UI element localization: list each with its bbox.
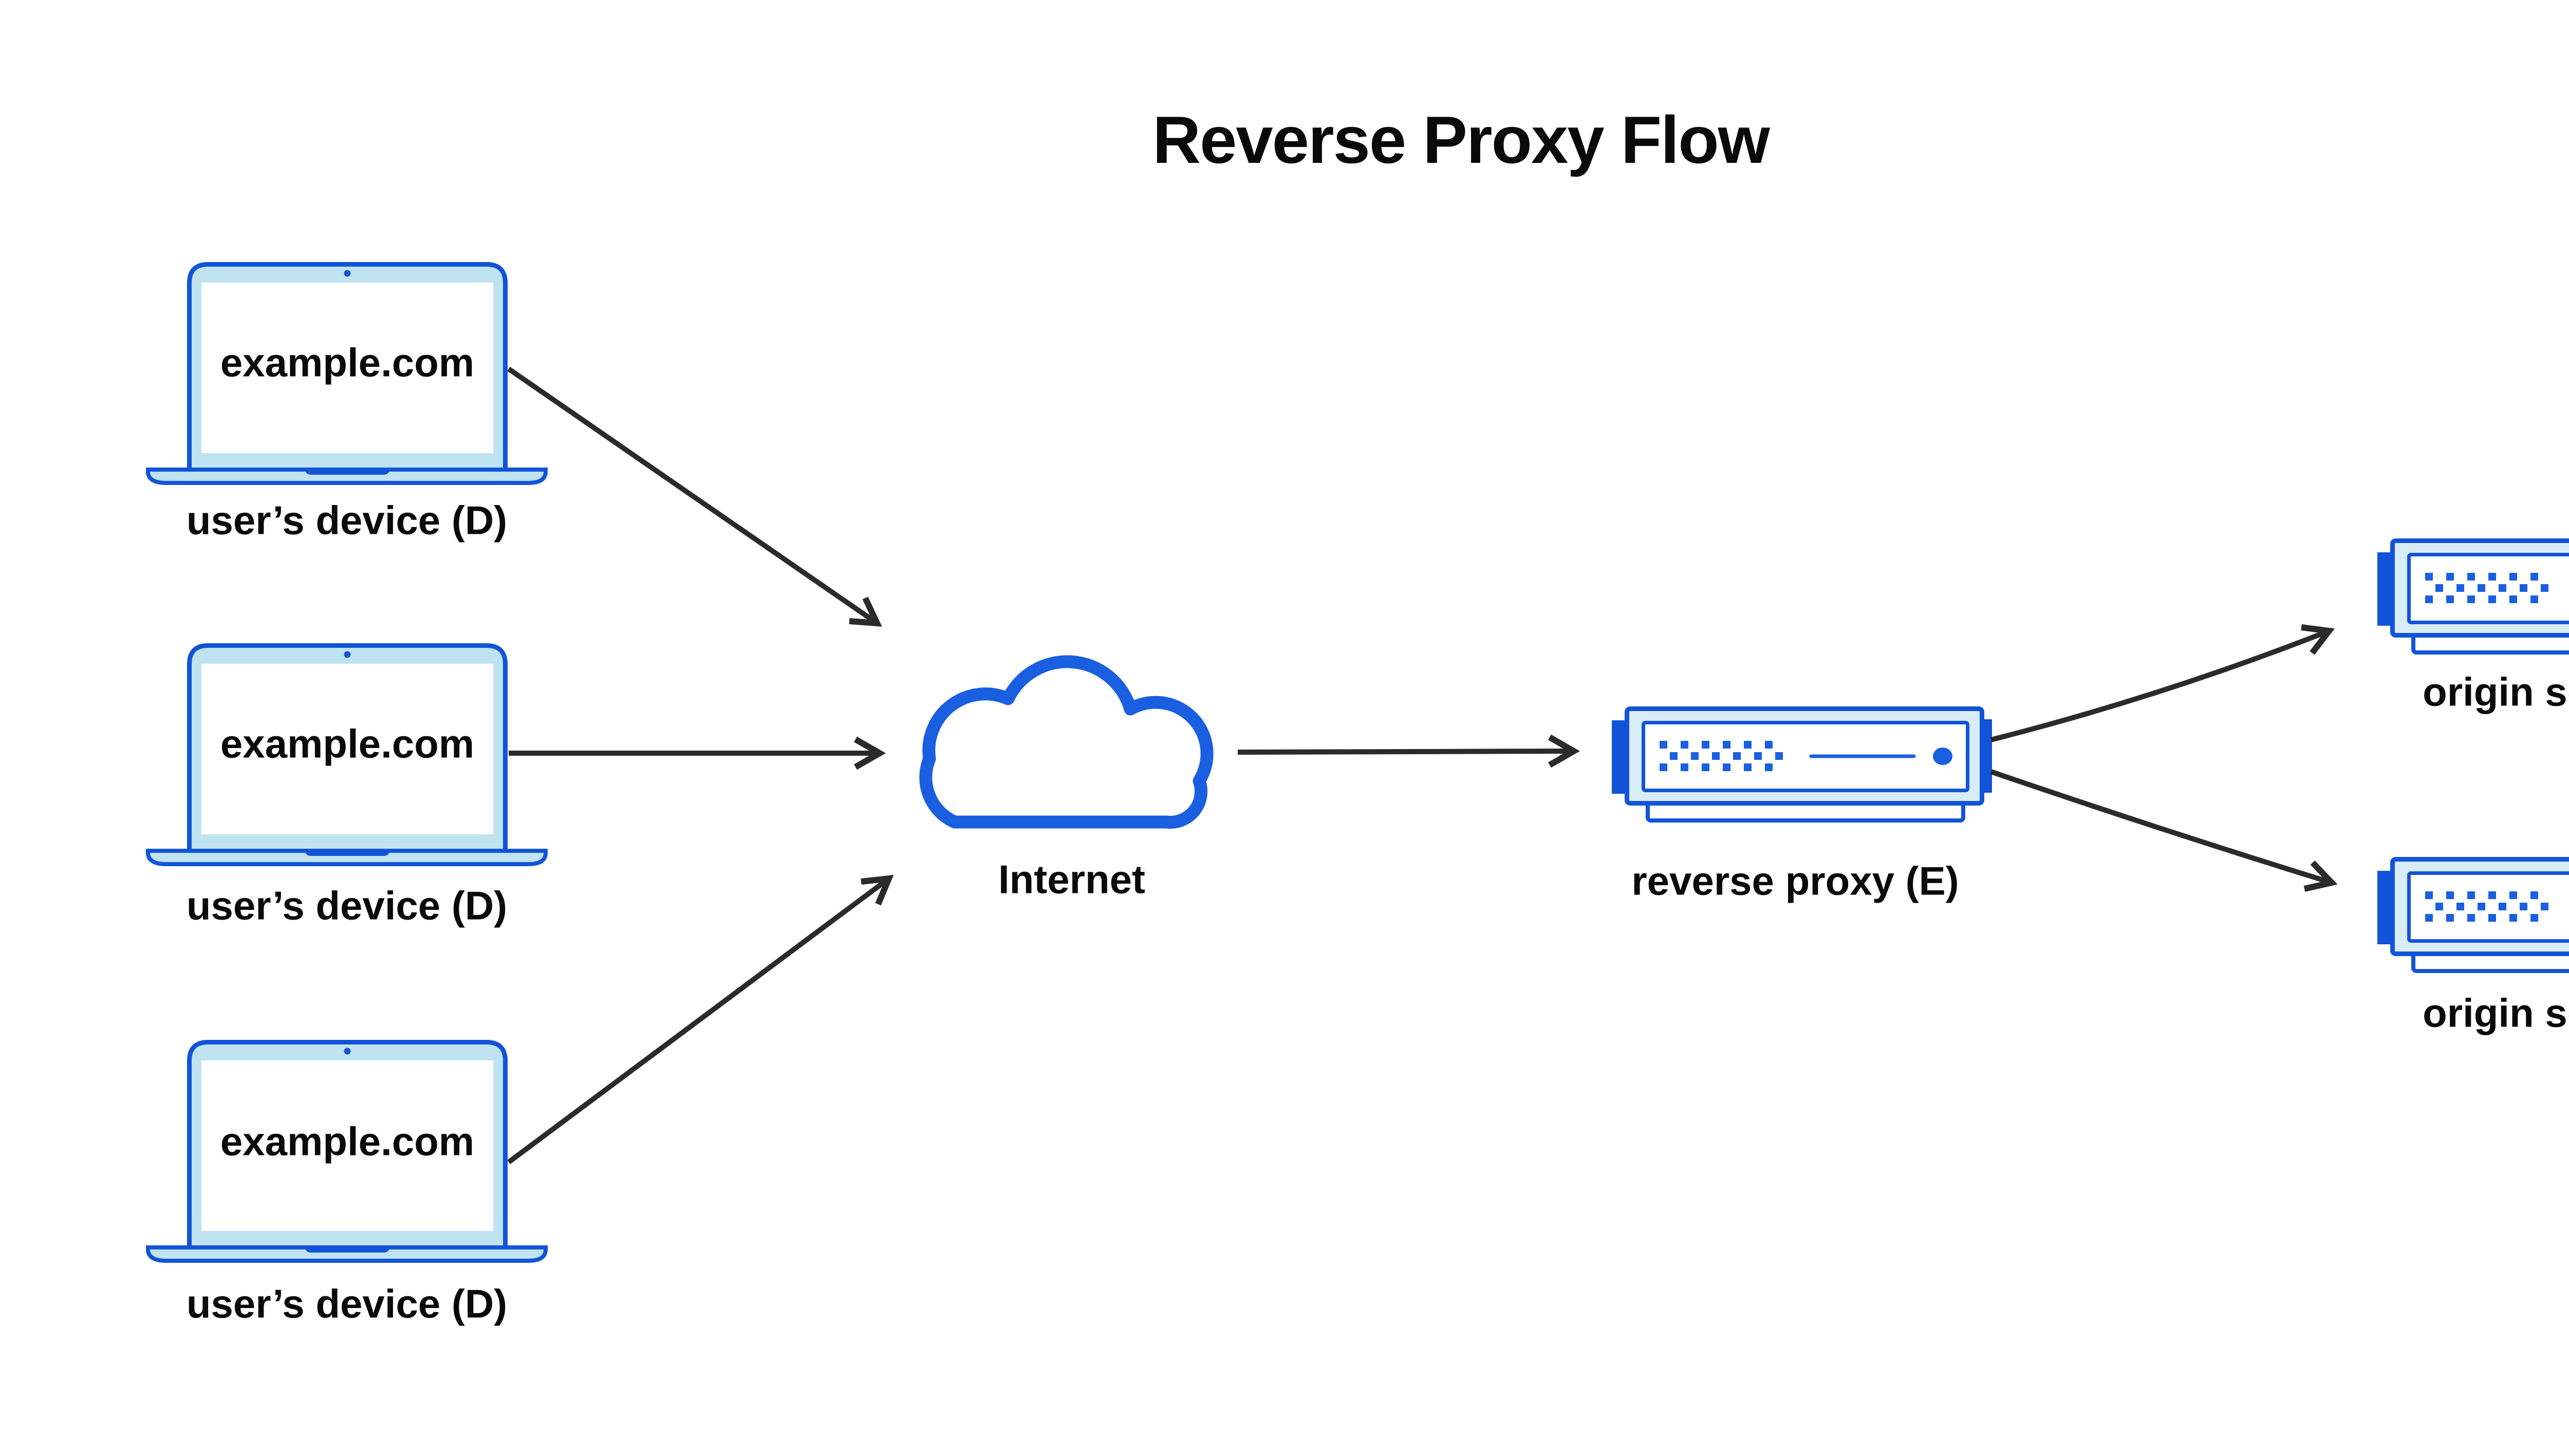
reverse-proxy-label: reverse proxy (E) [1631,858,1959,904]
device-2-label: user’s device (D) [186,883,508,928]
internet-cloud-icon [919,655,1214,829]
origin-server-2-icon [2377,860,2569,972]
arrow-device1-to-internet [507,366,882,627]
origin-server-2-label: origin server (F) [2423,990,2569,1036]
diagram-title: Reverse Proxy Flow [1152,102,1770,177]
device-1-screen-url: example.com [220,340,475,385]
device-3-screen-url: example.com [220,1118,475,1164]
origin-server-1-icon [2377,541,2569,653]
internet-label: Internet [998,856,1146,902]
reverse-proxy-server-icon [1612,709,1992,821]
arrow-device3-to-internet [507,874,894,1165]
arrow-device2-to-internet [509,736,886,770]
device-3-label: user’s device (D) [186,1281,508,1327]
arrow-proxy-to-origin1 [1990,624,2335,742]
device-1-label: user’s device (D) [186,497,508,543]
origin-server-1-label: origin server (F) [2423,669,2569,715]
arrow-internet-to-proxy [1237,734,1580,768]
arrow-proxy-to-origin2 [1990,769,2338,892]
device-2-screen-url: example.com [220,721,475,767]
flow-arrows [507,366,2338,1165]
